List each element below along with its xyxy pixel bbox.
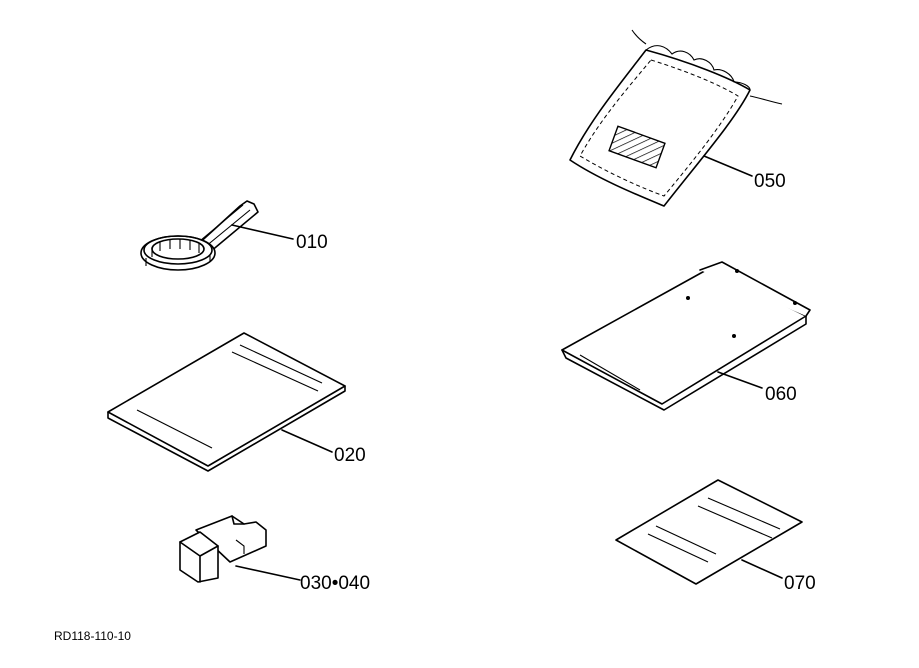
part-060-plate[interactable] bbox=[561, 261, 811, 411]
label-060: 060 bbox=[765, 384, 797, 405]
label-070: 070 bbox=[784, 573, 816, 594]
part-030-040-plug[interactable] bbox=[179, 515, 301, 583]
part-070-sheet[interactable] bbox=[615, 479, 803, 585]
label-020: 020 bbox=[334, 445, 366, 466]
bag-label-patch bbox=[608, 125, 666, 169]
part-010-wrench[interactable] bbox=[140, 200, 294, 271]
label-050: 050 bbox=[754, 171, 786, 192]
drawing-code: RD118-110-10 bbox=[54, 629, 131, 643]
label-030-040: 030•040 bbox=[300, 573, 370, 594]
part-050-bag[interactable] bbox=[569, 29, 783, 207]
label-010: 010 bbox=[296, 232, 328, 253]
part-020-manual[interactable] bbox=[107, 332, 346, 472]
